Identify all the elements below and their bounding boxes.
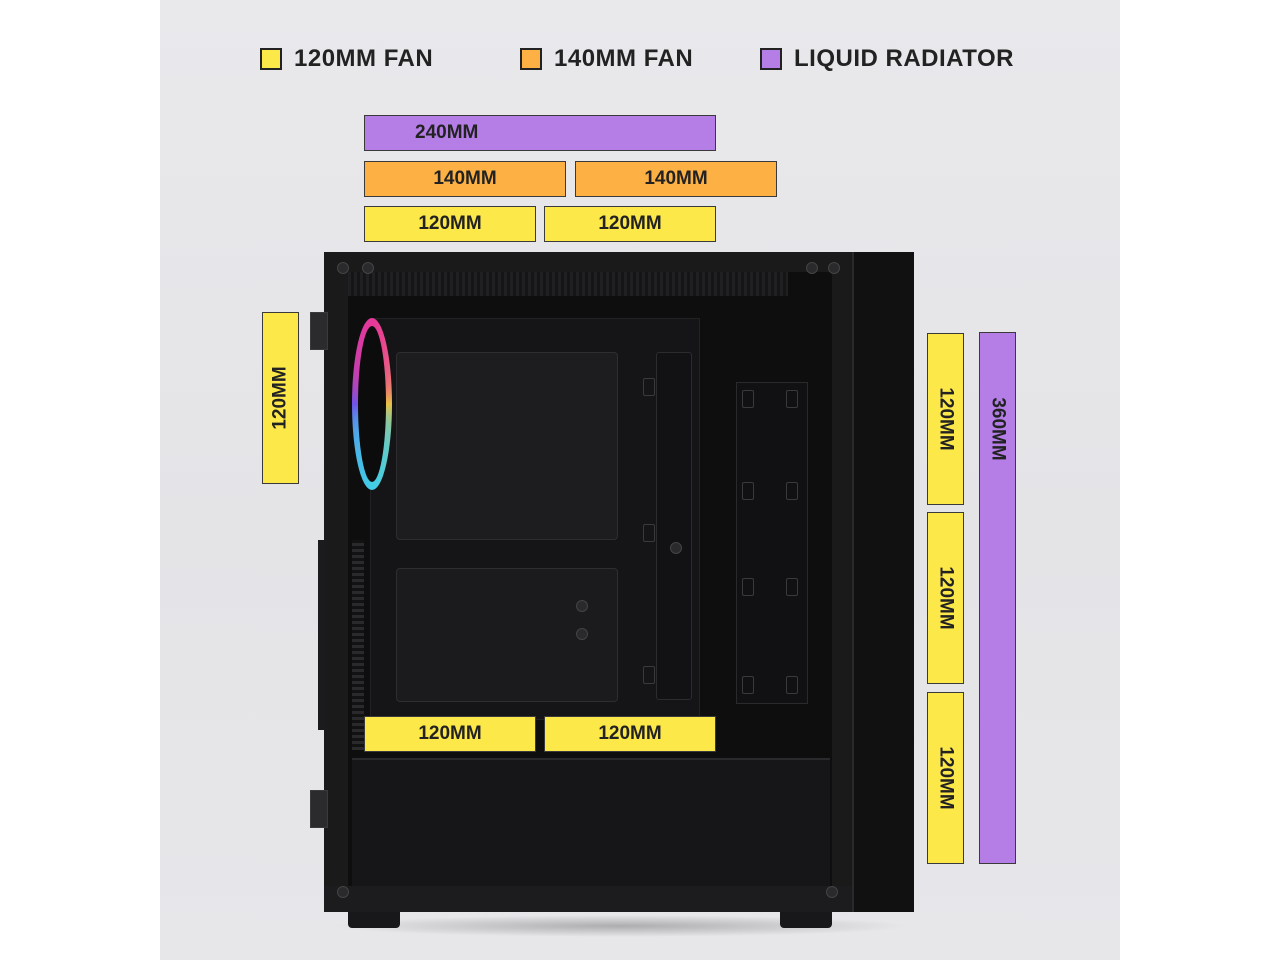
drive-slot (786, 578, 798, 596)
screw-icon (806, 262, 818, 274)
mount-label: 140MM (644, 168, 707, 190)
legend-swatch-purple (760, 48, 782, 70)
top-mesh (348, 272, 788, 296)
case-foot-rear (348, 910, 400, 928)
case-bottom-rail (324, 886, 852, 912)
legend-item-120mm-fan: 120MM FAN (260, 45, 433, 73)
mount-label: 120MM (935, 387, 957, 450)
top-fan-120mm-2: 120MM (544, 206, 716, 242)
drive-slot (742, 676, 754, 694)
drive-slot (742, 482, 754, 500)
legend-swatch-yellow (260, 48, 282, 70)
cable-pillar (656, 352, 692, 700)
drive-slot (742, 390, 754, 408)
screw-icon (670, 542, 682, 554)
mount-label: 120MM (418, 723, 481, 745)
rear-bracket-top (310, 312, 328, 350)
bottom-fan-120mm-1: 120MM (364, 716, 536, 752)
rear-fan-hub (358, 326, 386, 482)
case-rear-edge (318, 540, 326, 730)
mount-label: 120MM (418, 213, 481, 235)
screw-icon (576, 628, 588, 640)
rear-bracket-bottom (310, 790, 328, 828)
top-fan-140mm-2: 140MM (575, 161, 777, 197)
front-fan-120mm-2: 120MM (927, 512, 964, 684)
legend-item-liquid-radiator: LIQUID RADIATOR (760, 45, 1014, 73)
case-foot-front (780, 910, 832, 928)
screw-icon (337, 262, 349, 274)
top-radiator-240mm: 240MM (364, 115, 716, 151)
mount-label: 140MM (433, 168, 496, 190)
mount-label: 120MM (598, 213, 661, 235)
drive-cage (736, 382, 808, 704)
legend-swatch-orange (520, 48, 542, 70)
front-panel (852, 252, 914, 912)
rear-fan-120mm: 120MM (262, 312, 299, 484)
screw-icon (826, 886, 838, 898)
drive-slot (643, 666, 655, 684)
bottom-fan-120mm-2: 120MM (544, 716, 716, 752)
screw-icon (362, 262, 374, 274)
front-radiator-360mm: 360MM (979, 332, 1016, 864)
legend-label: 120MM FAN (294, 45, 433, 73)
mount-label: 120MM (270, 366, 292, 429)
screw-icon (576, 600, 588, 612)
drive-slot (643, 378, 655, 396)
mount-label: 120MM (935, 746, 957, 809)
screw-icon (828, 262, 840, 274)
legend-label: 140MM FAN (554, 45, 693, 73)
cpu-cutout (396, 352, 618, 540)
screw-icon (337, 886, 349, 898)
psu-shroud (352, 758, 830, 888)
drive-slot (786, 482, 798, 500)
mount-label: 120MM (935, 566, 957, 629)
mount-label: 240MM (415, 122, 478, 144)
mount-label: 120MM (598, 723, 661, 745)
legend-item-140mm-fan: 140MM FAN (520, 45, 693, 73)
top-fan-120mm-1: 120MM (364, 206, 536, 242)
legend-label: LIQUID RADIATOR (794, 45, 1014, 73)
drive-slot (786, 390, 798, 408)
rear-vent-strip (352, 540, 364, 750)
front-fan-120mm-3: 120MM (927, 692, 964, 864)
drive-slot (786, 676, 798, 694)
mount-label: 360MM (987, 397, 1009, 460)
drive-slot (742, 578, 754, 596)
drive-slot (643, 524, 655, 542)
top-fan-140mm-1: 140MM (364, 161, 566, 197)
front-fan-120mm-1: 120MM (927, 333, 964, 505)
